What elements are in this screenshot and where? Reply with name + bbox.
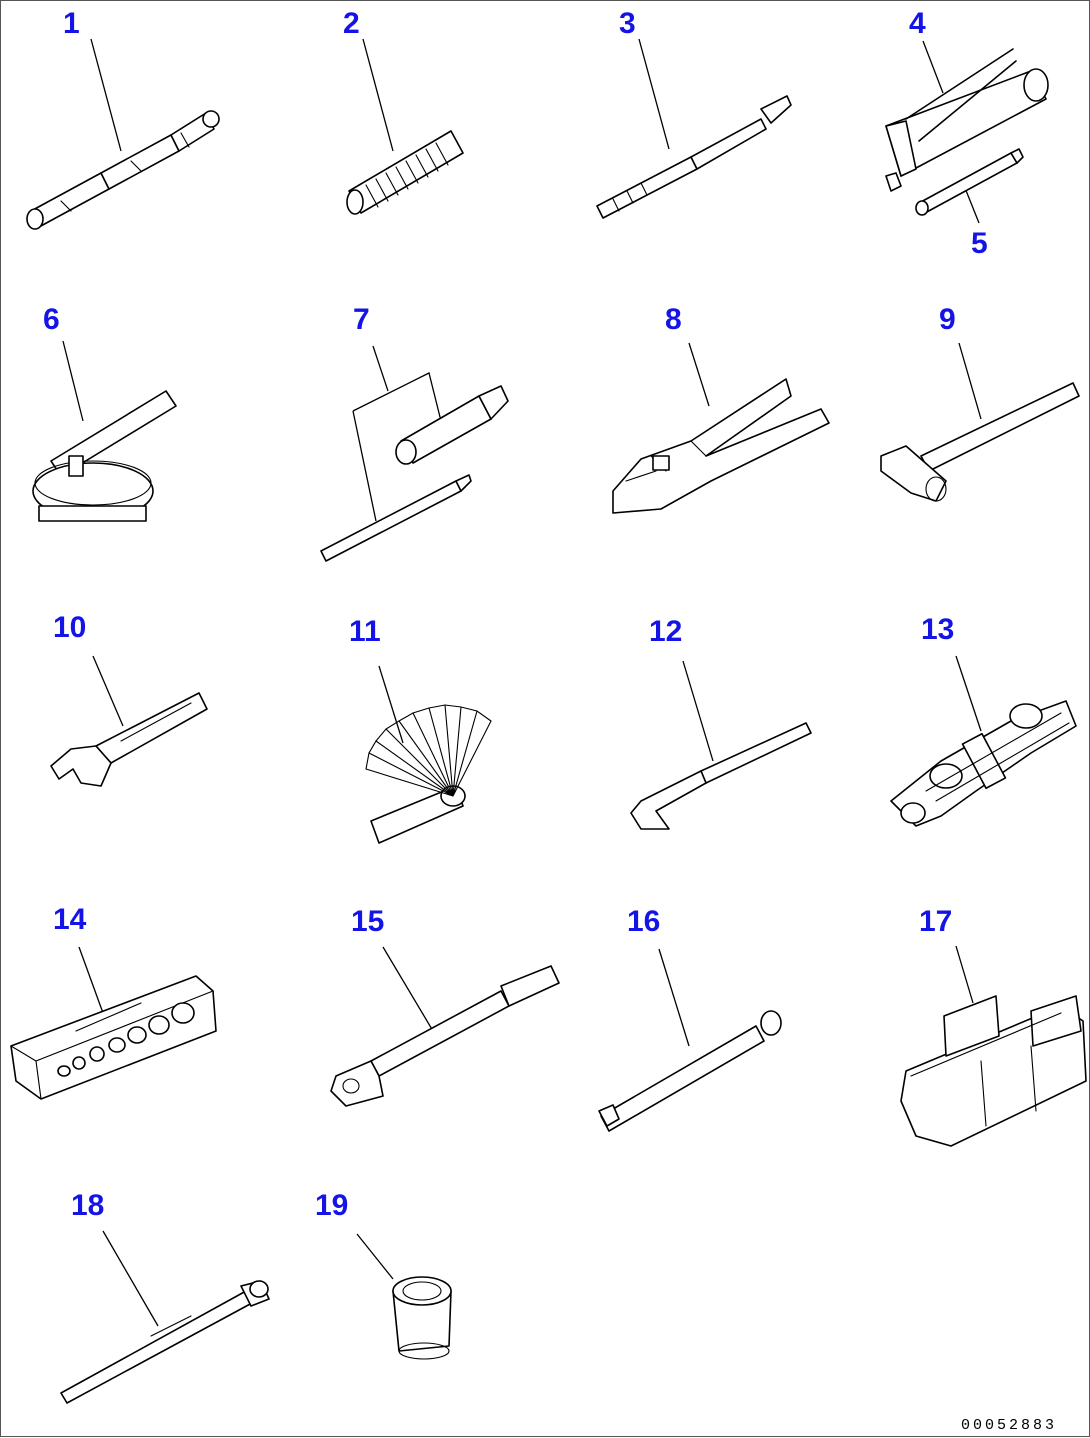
tool-18-box-wrench: [60, 1230, 270, 1404]
leader-10: [92, 655, 124, 727]
tool-2-spring: [346, 38, 464, 215]
tool-14-socket-set: [10, 946, 217, 1100]
callout-17: 17: [919, 905, 952, 938]
leader-18: [102, 1230, 159, 1327]
callout-15: 15: [351, 905, 384, 938]
leader-7: [372, 345, 389, 392]
leader-19: [356, 1233, 394, 1280]
callout-16: 16: [627, 905, 660, 938]
callout-4: 4: [909, 7, 926, 40]
tool-7-screwdriver-set: [320, 345, 509, 562]
tool-10-adjustable-wrench: [50, 655, 208, 787]
drawing-number: 00052883: [961, 1417, 1057, 1434]
callout-12: 12: [649, 615, 682, 648]
callout-9: 9: [939, 303, 956, 336]
leader-12: [682, 660, 714, 762]
callout-10: 10: [53, 611, 86, 644]
callout-2: 2: [343, 7, 360, 40]
leader-11: [378, 665, 404, 744]
leader-13: [955, 655, 982, 732]
tool-13-wrench-set: [890, 655, 1077, 827]
callout-11: 11: [349, 615, 381, 648]
callout-5: 5: [971, 227, 988, 260]
leader-1: [90, 38, 122, 152]
tool-3-screwdriver: [596, 38, 792, 219]
leader-3: [638, 38, 670, 150]
leader-4: [922, 40, 944, 94]
tool-12-pry-bar: [630, 660, 812, 830]
tool-9-hammer: [880, 342, 1080, 502]
leader-2: [362, 38, 394, 152]
leader-15: [382, 946, 434, 1032]
callout-8: 8: [665, 303, 682, 336]
tool-6-filter-wrench: [32, 340, 177, 522]
tool-8-pliers: [612, 342, 830, 514]
tool-15-ratchet: [330, 946, 560, 1107]
leader-9: [958, 342, 982, 420]
leader-17: [955, 945, 974, 1004]
leader-6: [62, 340, 84, 422]
tool-1-handle: [26, 38, 220, 230]
callout-1: 1: [63, 7, 80, 40]
callout-7: 7: [353, 303, 370, 336]
leader-8: [688, 342, 710, 407]
tool-17-tool-bag: [900, 945, 1087, 1147]
callout-3: 3: [619, 7, 636, 40]
callout-numbers: 1 2 3 4 5 6 7 8 9 10 11 12 13 14 15 16 1…: [43, 7, 988, 1222]
callout-18: 18: [71, 1189, 104, 1222]
tool-16-extension-bar: [598, 948, 782, 1132]
tool-11-feeler-gauge: [365, 665, 492, 844]
callout-13: 13: [921, 613, 954, 646]
tool-19-socket: [356, 1233, 452, 1360]
callout-14: 14: [53, 903, 87, 936]
callout-19: 19: [315, 1189, 348, 1222]
callout-6: 6: [43, 303, 60, 336]
tool-5-nozzle: [915, 148, 1024, 224]
tool-4-grease-gun: [885, 40, 1049, 192]
leader-16: [658, 948, 690, 1047]
leader-14: [78, 946, 104, 1014]
